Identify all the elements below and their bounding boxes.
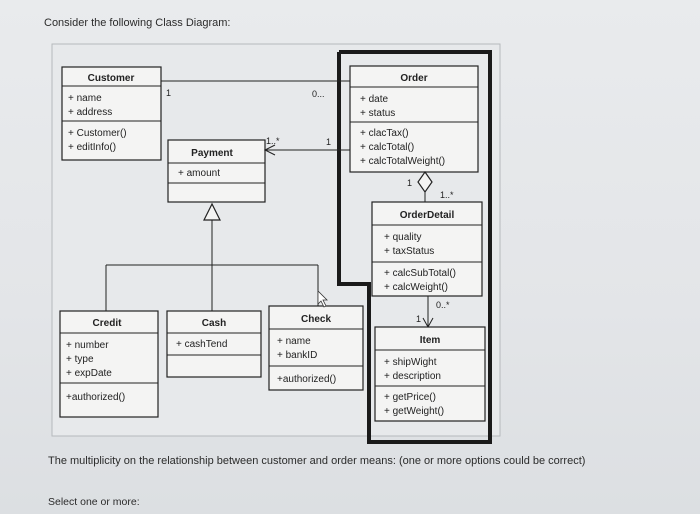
payment-attr: + amount [178, 168, 220, 179]
orderdetail-attr: + taxStatus [384, 246, 434, 257]
mult-payment-order-end: 1 [326, 137, 331, 147]
mult-detail-item-detail-end: 0..* [436, 300, 450, 310]
class-customer: Customer + name + address + Customer() +… [61, 66, 162, 161]
question-intro: Consider the following Class Diagram: [44, 17, 231, 29]
payment-box [167, 139, 266, 203]
question-prompt: The multiplicity on the relationship bet… [48, 455, 586, 467]
mouse-pointer-icon [317, 290, 328, 308]
cash-box [166, 310, 262, 378]
customer-op: + Customer() [68, 128, 127, 139]
class-orderdetail: OrderDetail + quality + taxStatus + calc… [371, 201, 483, 297]
check-attr: + name [277, 336, 311, 347]
payment-name: Payment [191, 148, 233, 159]
cash-attr: + cashTend [176, 339, 227, 350]
order-attr: + date [360, 94, 389, 105]
class-item: Item + shipWight + description + getPric… [374, 326, 486, 422]
order-highlight-border [337, 50, 492, 444]
item-attr: + description [384, 371, 441, 382]
customer-attr: + address [68, 107, 112, 118]
mult-detail-item-item-end: 1 [416, 314, 421, 324]
item-attr: + shipWight [384, 357, 437, 368]
item-box [374, 326, 486, 422]
orderdetail-box [371, 201, 483, 297]
credit-attr: + number [66, 340, 109, 351]
mult-customer-end: 1 [166, 88, 171, 98]
orderdetail-attr: + quality [384, 232, 422, 243]
order-op: + clacTax() [360, 128, 409, 139]
check-op: +authorized() [277, 374, 336, 385]
item-op: + getWeight() [384, 406, 444, 417]
payment-arrowhead [263, 144, 276, 156]
mult-order-detail-order-end: 1 [407, 178, 412, 188]
mult-order-detail-detail-end: 1..* [440, 190, 454, 200]
order-name: Order [400, 73, 427, 84]
cash-name: Cash [202, 318, 226, 329]
item-name: Item [420, 335, 441, 346]
credit-name: Credit [93, 318, 123, 329]
customer-box [61, 66, 162, 161]
credit-op: +authorized() [66, 392, 125, 403]
class-order: Order + date + status + clacTax() + calc… [349, 65, 479, 173]
customer-name: Customer [88, 73, 135, 84]
class-check: Check + name + bankID +authorized() [268, 305, 364, 391]
item-op: + getPrice() [384, 392, 436, 403]
orderdetail-op: + calcSubTotal() [384, 268, 456, 279]
check-box [268, 305, 364, 391]
check-attr: + bankID [277, 350, 317, 361]
customer-op: + editInfo() [68, 142, 116, 153]
order-attr: + status [360, 108, 395, 119]
class-credit: Credit + number + type + expDate +author… [59, 310, 159, 418]
orderdetail-name: OrderDetail [400, 210, 455, 221]
credit-box [59, 310, 159, 418]
mult-order-end: 0... [312, 89, 325, 99]
class-payment: Payment + amount [167, 139, 266, 203]
mult-payment-end: 1..* [266, 136, 280, 146]
order-box [349, 65, 479, 173]
order-op: + calcTotal() [360, 142, 414, 153]
order-op: + calcTotalWeight() [360, 156, 445, 167]
customer-attr: + name [68, 93, 102, 104]
class-cash: Cash + cashTend [166, 310, 262, 378]
credit-attr: + expDate [66, 368, 112, 379]
credit-attr: + type [66, 354, 94, 365]
orderdetail-op: + calcWeight() [384, 282, 448, 293]
check-name: Check [301, 314, 331, 325]
select-hint: Select one or more: [48, 496, 140, 508]
